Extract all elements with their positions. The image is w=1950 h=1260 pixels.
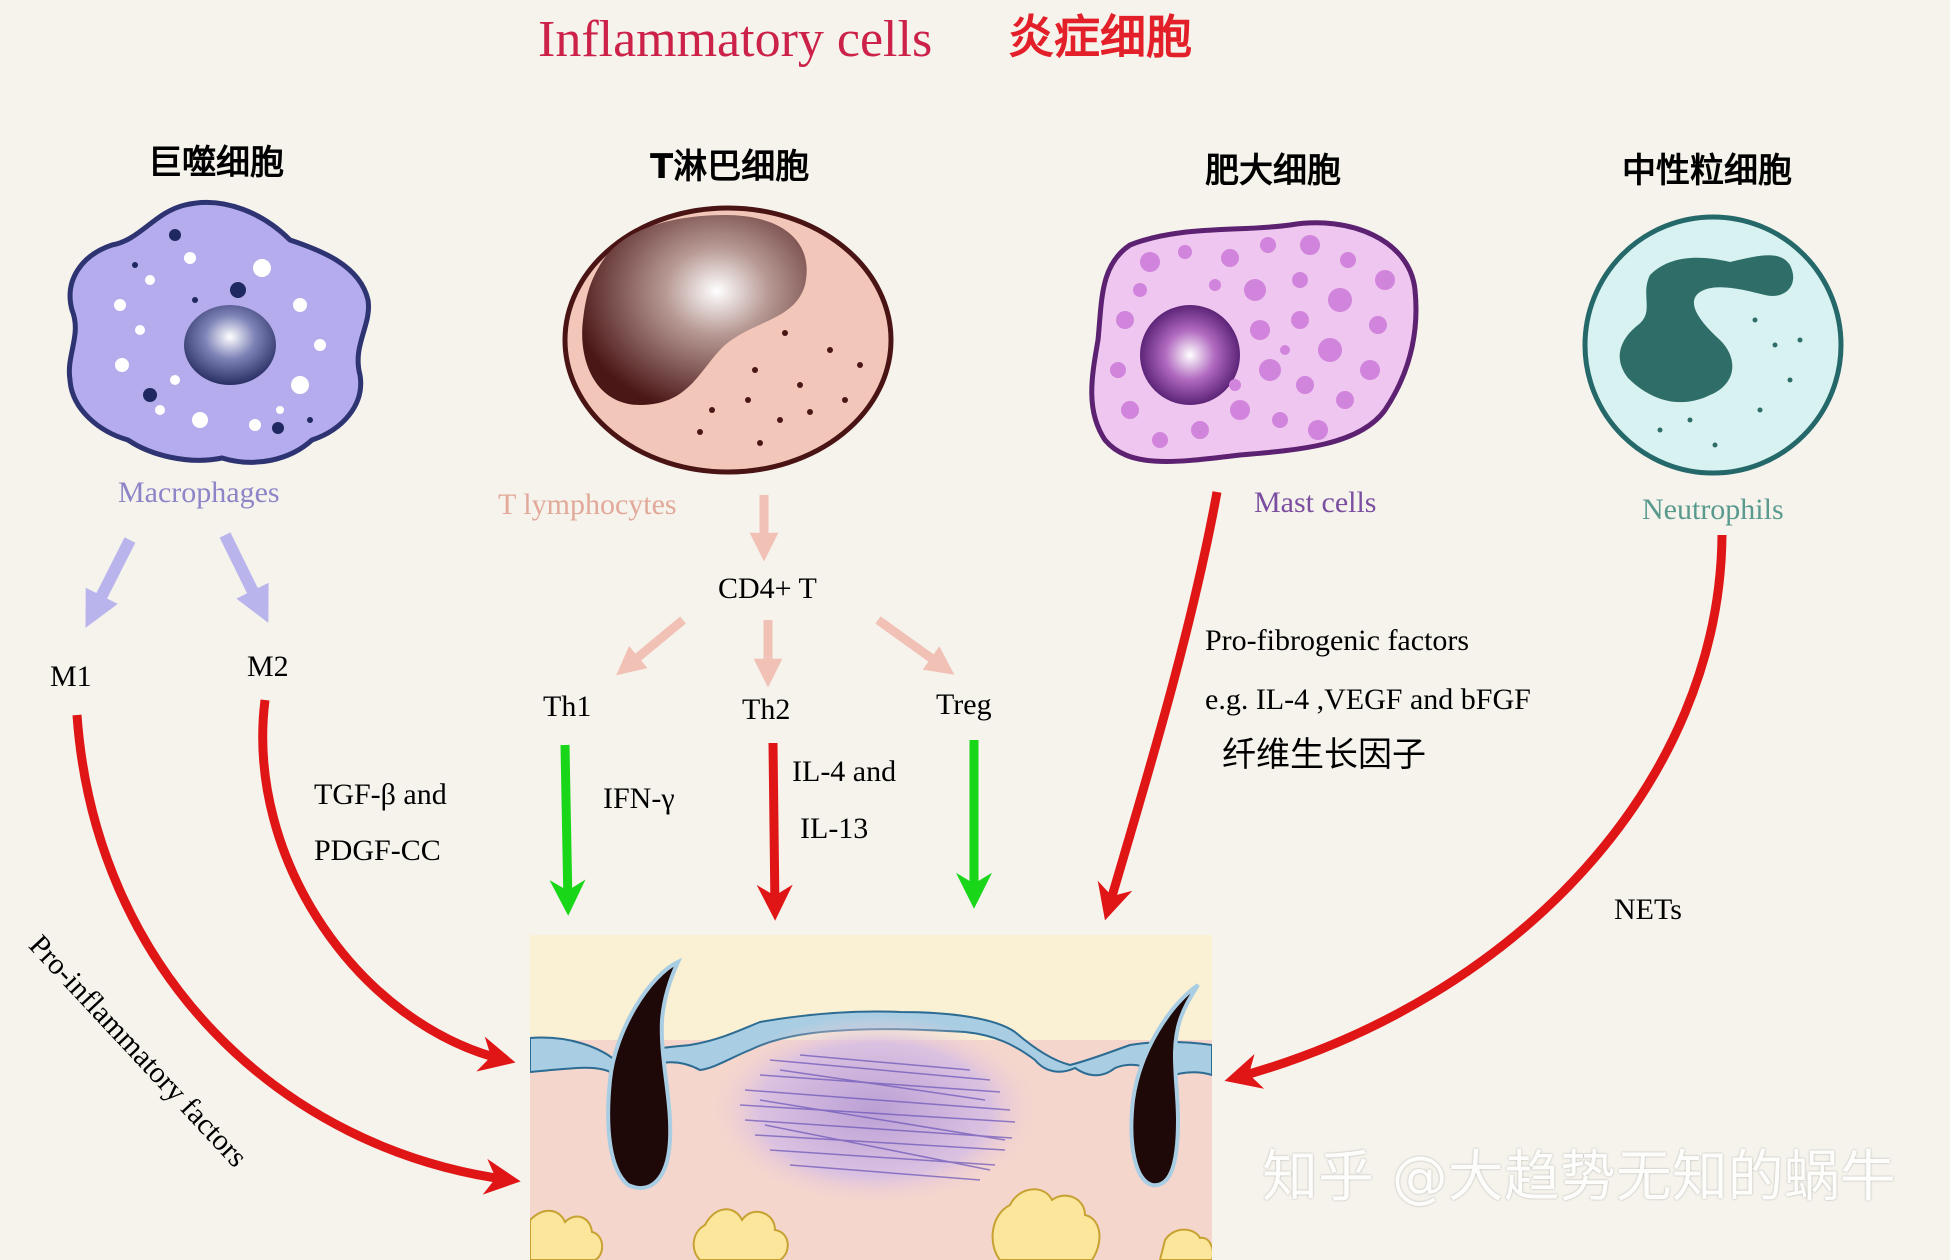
th2-il4-arrow (756, 742, 793, 921)
m2-tgf-arrow (258, 699, 516, 1072)
macrophage-cn-label: 巨噬细胞 (148, 143, 284, 183)
il4-label-line1: IL-4 and (792, 755, 897, 788)
cd4-label: CD4+ T (718, 572, 817, 605)
neutrophil-nets-arrow (1224, 534, 1727, 1089)
neutrophil-cn-label: 中性粒细胞 (1622, 151, 1792, 191)
t-lymphocyte-cell (562, 205, 894, 475)
profibrogenic-label-line2: e.g. IL-4 ,VEGF and bFGF (1205, 683, 1531, 716)
tcell-en-label: T lymphocytes (498, 488, 677, 521)
skin-tissue (530, 935, 1212, 1260)
profibrogenic-cn-label: 纤维生长因子 (1222, 735, 1426, 775)
profibrogenic-label-line1: Pro-fibrogenic factors (1205, 624, 1470, 657)
il4-label-line2: IL-13 (800, 812, 869, 845)
th1-ifn-arrow (549, 744, 586, 916)
title-chinese: 炎症细胞 (1008, 10, 1192, 64)
tgf-label-line2: PDGF-CC (314, 834, 441, 867)
neutrophil-cell (1582, 214, 1844, 476)
mast-cn-label: 肥大细胞 (1205, 151, 1341, 191)
macrophage-en-label: Macrophages (118, 476, 280, 509)
th2-label: Th2 (742, 693, 791, 726)
mast-en-label: Mast cells (1254, 486, 1377, 519)
watermark: 知乎 @大趋势无知的蜗牛 (1262, 1145, 1896, 1210)
macrophage-to-m2-arrow (219, 532, 269, 623)
m2-label: M2 (247, 650, 289, 683)
cd4-to-treg-arrow (875, 616, 955, 675)
ifn-label: IFN-γ (603, 782, 675, 815)
m1-proinflammatory-arrow (72, 714, 521, 1195)
m1-label: M1 (50, 660, 92, 693)
mast-profibrogenic-arrow (1097, 491, 1222, 921)
treg-label: Treg (936, 688, 992, 721)
tcell-cn-label: T淋巴细胞 (650, 147, 810, 187)
mast-cell (1089, 220, 1419, 464)
macrophage-to-m1-arrow (85, 537, 136, 628)
title-english: Inflammatory cells (538, 11, 933, 68)
macrophage-cell (66, 199, 372, 465)
tgf-label-line1: TGF-β and (314, 778, 447, 811)
nets-label: NETs (1614, 893, 1682, 926)
th1-label: Th1 (543, 690, 592, 723)
cd4-to-th1-arrow (616, 616, 686, 676)
neutrophil-en-label: Neutrophils (1642, 493, 1784, 526)
